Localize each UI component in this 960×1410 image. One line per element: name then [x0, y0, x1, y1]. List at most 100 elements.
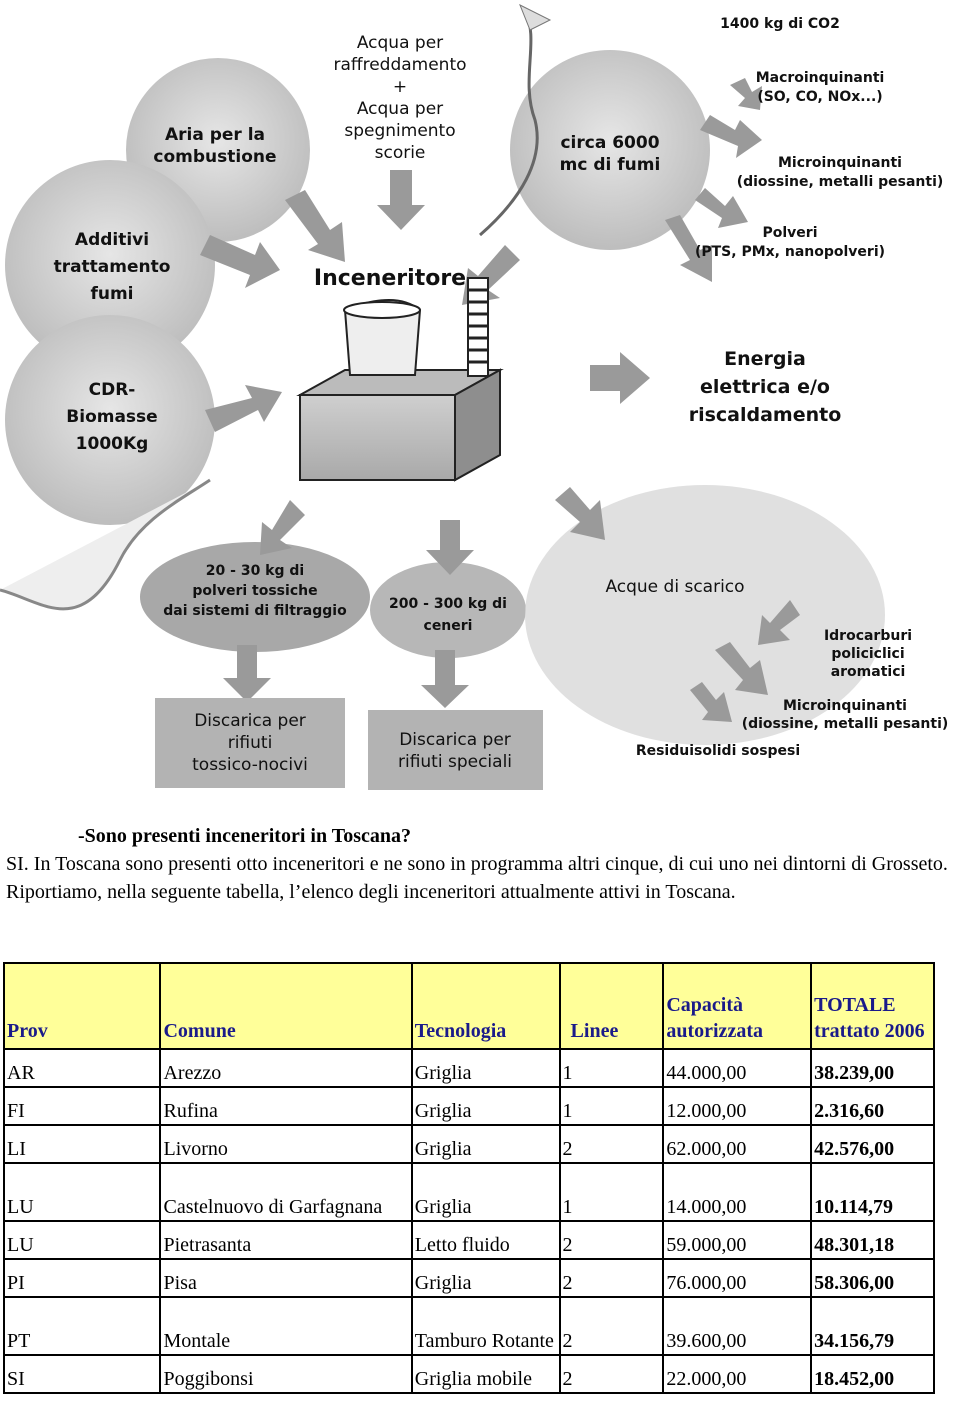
cell-prov: AR	[2, 1048, 162, 1088]
cell-totale: 48.301,18	[810, 1220, 935, 1260]
cell-tecnologia: Griglia	[410, 1258, 561, 1298]
cell-totale: 10.114,79	[810, 1162, 935, 1222]
cell-linee: 1	[558, 1086, 665, 1126]
discarica2-line2: rifiuti speciali	[398, 752, 512, 772]
cell-tecnologia: Tamburo Rotante	[410, 1296, 561, 1356]
intro-answer: SI. In Toscana sono presenti otto incene…	[6, 853, 948, 875]
incinerator-building	[296, 277, 504, 482]
acque-title: Acque di scarico	[605, 577, 744, 597]
polveri-line1: Polveri	[762, 225, 817, 241]
center-label: Inceneritore	[314, 266, 466, 291]
cell-linee: 2	[558, 1354, 665, 1394]
residui-label: Residuisolidi sospesi	[636, 743, 800, 759]
cell-linee: 2	[558, 1220, 665, 1260]
aria-line2: combustione	[153, 147, 276, 167]
acque-micro-line1: Microinquinanti	[783, 698, 907, 714]
intro-section: -Sono presenti inceneritori in Toscana? …	[0, 822, 960, 906]
cell-totale: 2.316,60	[810, 1086, 935, 1126]
cell-prov: LU	[2, 1162, 162, 1222]
side-curve	[0, 478, 211, 611]
cell-capacita: 12.000,00	[662, 1086, 813, 1126]
cell-comune: Arezzo	[159, 1048, 413, 1088]
table-row: LU Castelnuovo di Garfagnana Griglia 1 1…	[2, 1162, 935, 1222]
cell-comune: Poggibonsi	[159, 1354, 413, 1394]
energia-line1: Energia	[724, 348, 806, 370]
cell-tecnologia: Griglia	[410, 1162, 561, 1222]
ceneri-line2: ceneri	[424, 618, 473, 634]
cdr-line3: 1000Kg	[76, 434, 149, 454]
additivi-line1: Additivi	[75, 230, 149, 250]
cell-capacita: 14.000,00	[662, 1162, 813, 1222]
additivi-circle	[5, 160, 215, 370]
intro-question: -Sono presenti inceneritori in Toscana?	[78, 825, 411, 847]
table-row: SI Poggibonsi Griglia mobile 2 22.000,00…	[2, 1354, 935, 1394]
acque-ellipse	[525, 485, 885, 745]
cell-totale: 38.239,00	[810, 1048, 935, 1088]
cell-comune: Livorno	[159, 1124, 413, 1164]
discarica1-line3: tossico-nocivi	[192, 755, 308, 775]
discarica2-line1: Discarica per	[399, 730, 511, 750]
cell-prov: LI	[2, 1124, 162, 1164]
cell-prov: PI	[2, 1258, 162, 1298]
cell-capacita: 59.000,00	[662, 1220, 813, 1260]
cell-comune: Montale	[159, 1296, 413, 1356]
table-row: LI Livorno Griglia 2 62.000,00 42.576,00	[2, 1124, 935, 1164]
header-linee: Linee	[558, 962, 665, 1050]
cell-prov: LU	[2, 1220, 162, 1260]
cell-prov: FI	[2, 1086, 162, 1126]
acqua-line4: Acqua per	[357, 99, 443, 119]
ceneri-ellipse	[370, 562, 526, 658]
acqua-line6: scorie	[375, 143, 426, 163]
cdr-line2: Biomasse	[66, 407, 157, 427]
table-row: PI Pisa Griglia 2 76.000,00 58.306,00	[2, 1258, 935, 1298]
table-row: PT Montale Tamburo Rotante 2 39.600,00 3…	[2, 1296, 935, 1356]
cell-prov: SI	[2, 1354, 162, 1394]
additivi-line2: trattamento	[54, 257, 171, 277]
cell-totale: 18.452,00	[810, 1354, 935, 1394]
idro-line1: Idrocarburi	[824, 628, 912, 644]
cell-comune: Pietrasanta	[159, 1220, 413, 1260]
co2-label: 1400 kg di CO2	[720, 16, 840, 32]
acque-micro-line2: (diossine, metalli pesanti)	[742, 716, 949, 732]
polveri-tossiche-line3: dai sistemi di filtraggio	[163, 603, 347, 619]
cdr-line1: CDR-	[89, 380, 136, 400]
discarica2-box	[368, 710, 543, 790]
acqua-line5: spegnimento	[344, 121, 455, 141]
discarica1-line2: rifiuti	[228, 733, 273, 753]
header-tecnologia: Tecnologia	[410, 962, 561, 1050]
incinerator-diagram: Inceneritore Aria per la combustione Add…	[0, 3, 949, 790]
polveri-tossiche-line2: polveri tossiche	[192, 583, 317, 599]
discarica1-box	[155, 698, 345, 788]
cell-capacita: 22.000,00	[662, 1354, 813, 1394]
cell-linee: 2	[558, 1258, 665, 1298]
fumi-circle	[510, 50, 710, 250]
micro-line2: (diossine, metalli pesanti)	[737, 174, 944, 190]
cell-linee: 1	[558, 1162, 665, 1222]
cell-capacita: 76.000,00	[662, 1258, 813, 1298]
cell-linee: 2	[558, 1124, 665, 1164]
table-row: LU Pietrasanta Letto fluido 2 59.000,00 …	[2, 1220, 935, 1260]
header-totale: TOTALE trattato 2006	[810, 962, 935, 1050]
table-row: AR Arezzo Griglia 1 44.000,00 38.239,00	[2, 1048, 935, 1088]
cell-capacita: 62.000,00	[662, 1124, 813, 1164]
cell-tecnologia: Griglia	[410, 1124, 561, 1164]
cell-totale: 58.306,00	[810, 1258, 935, 1298]
cell-tecnologia: Griglia	[410, 1086, 561, 1126]
idro-line2: policiclici	[831, 646, 904, 662]
discarica1-line1: Discarica per	[194, 711, 306, 731]
micro-line1: Microinquinanti	[778, 155, 902, 171]
cell-capacita: 39.600,00	[662, 1296, 813, 1356]
acqua-line3: +	[393, 77, 407, 97]
intro-lead: Riportiamo, nella seguente tabella, l’el…	[6, 881, 736, 903]
cdr-circle	[5, 315, 215, 525]
macro-line2: (SO, CO, NOx...)	[757, 89, 882, 105]
smoke-plume	[479, 9, 539, 237]
fumi-line2: mc di fumi	[560, 155, 661, 175]
aria-line1: Aria per la	[165, 125, 265, 145]
idro-line3: aromatici	[831, 664, 906, 680]
energia-line2: elettrica e/o	[700, 376, 830, 398]
table-row: FI Rufina Griglia 1 12.000,00 2.316,60	[2, 1086, 935, 1126]
cell-comune: Pisa	[159, 1258, 413, 1298]
cell-comune: Castelnuovo di Garfagnana	[159, 1162, 413, 1222]
energia-line3: riscaldamento	[689, 404, 842, 426]
